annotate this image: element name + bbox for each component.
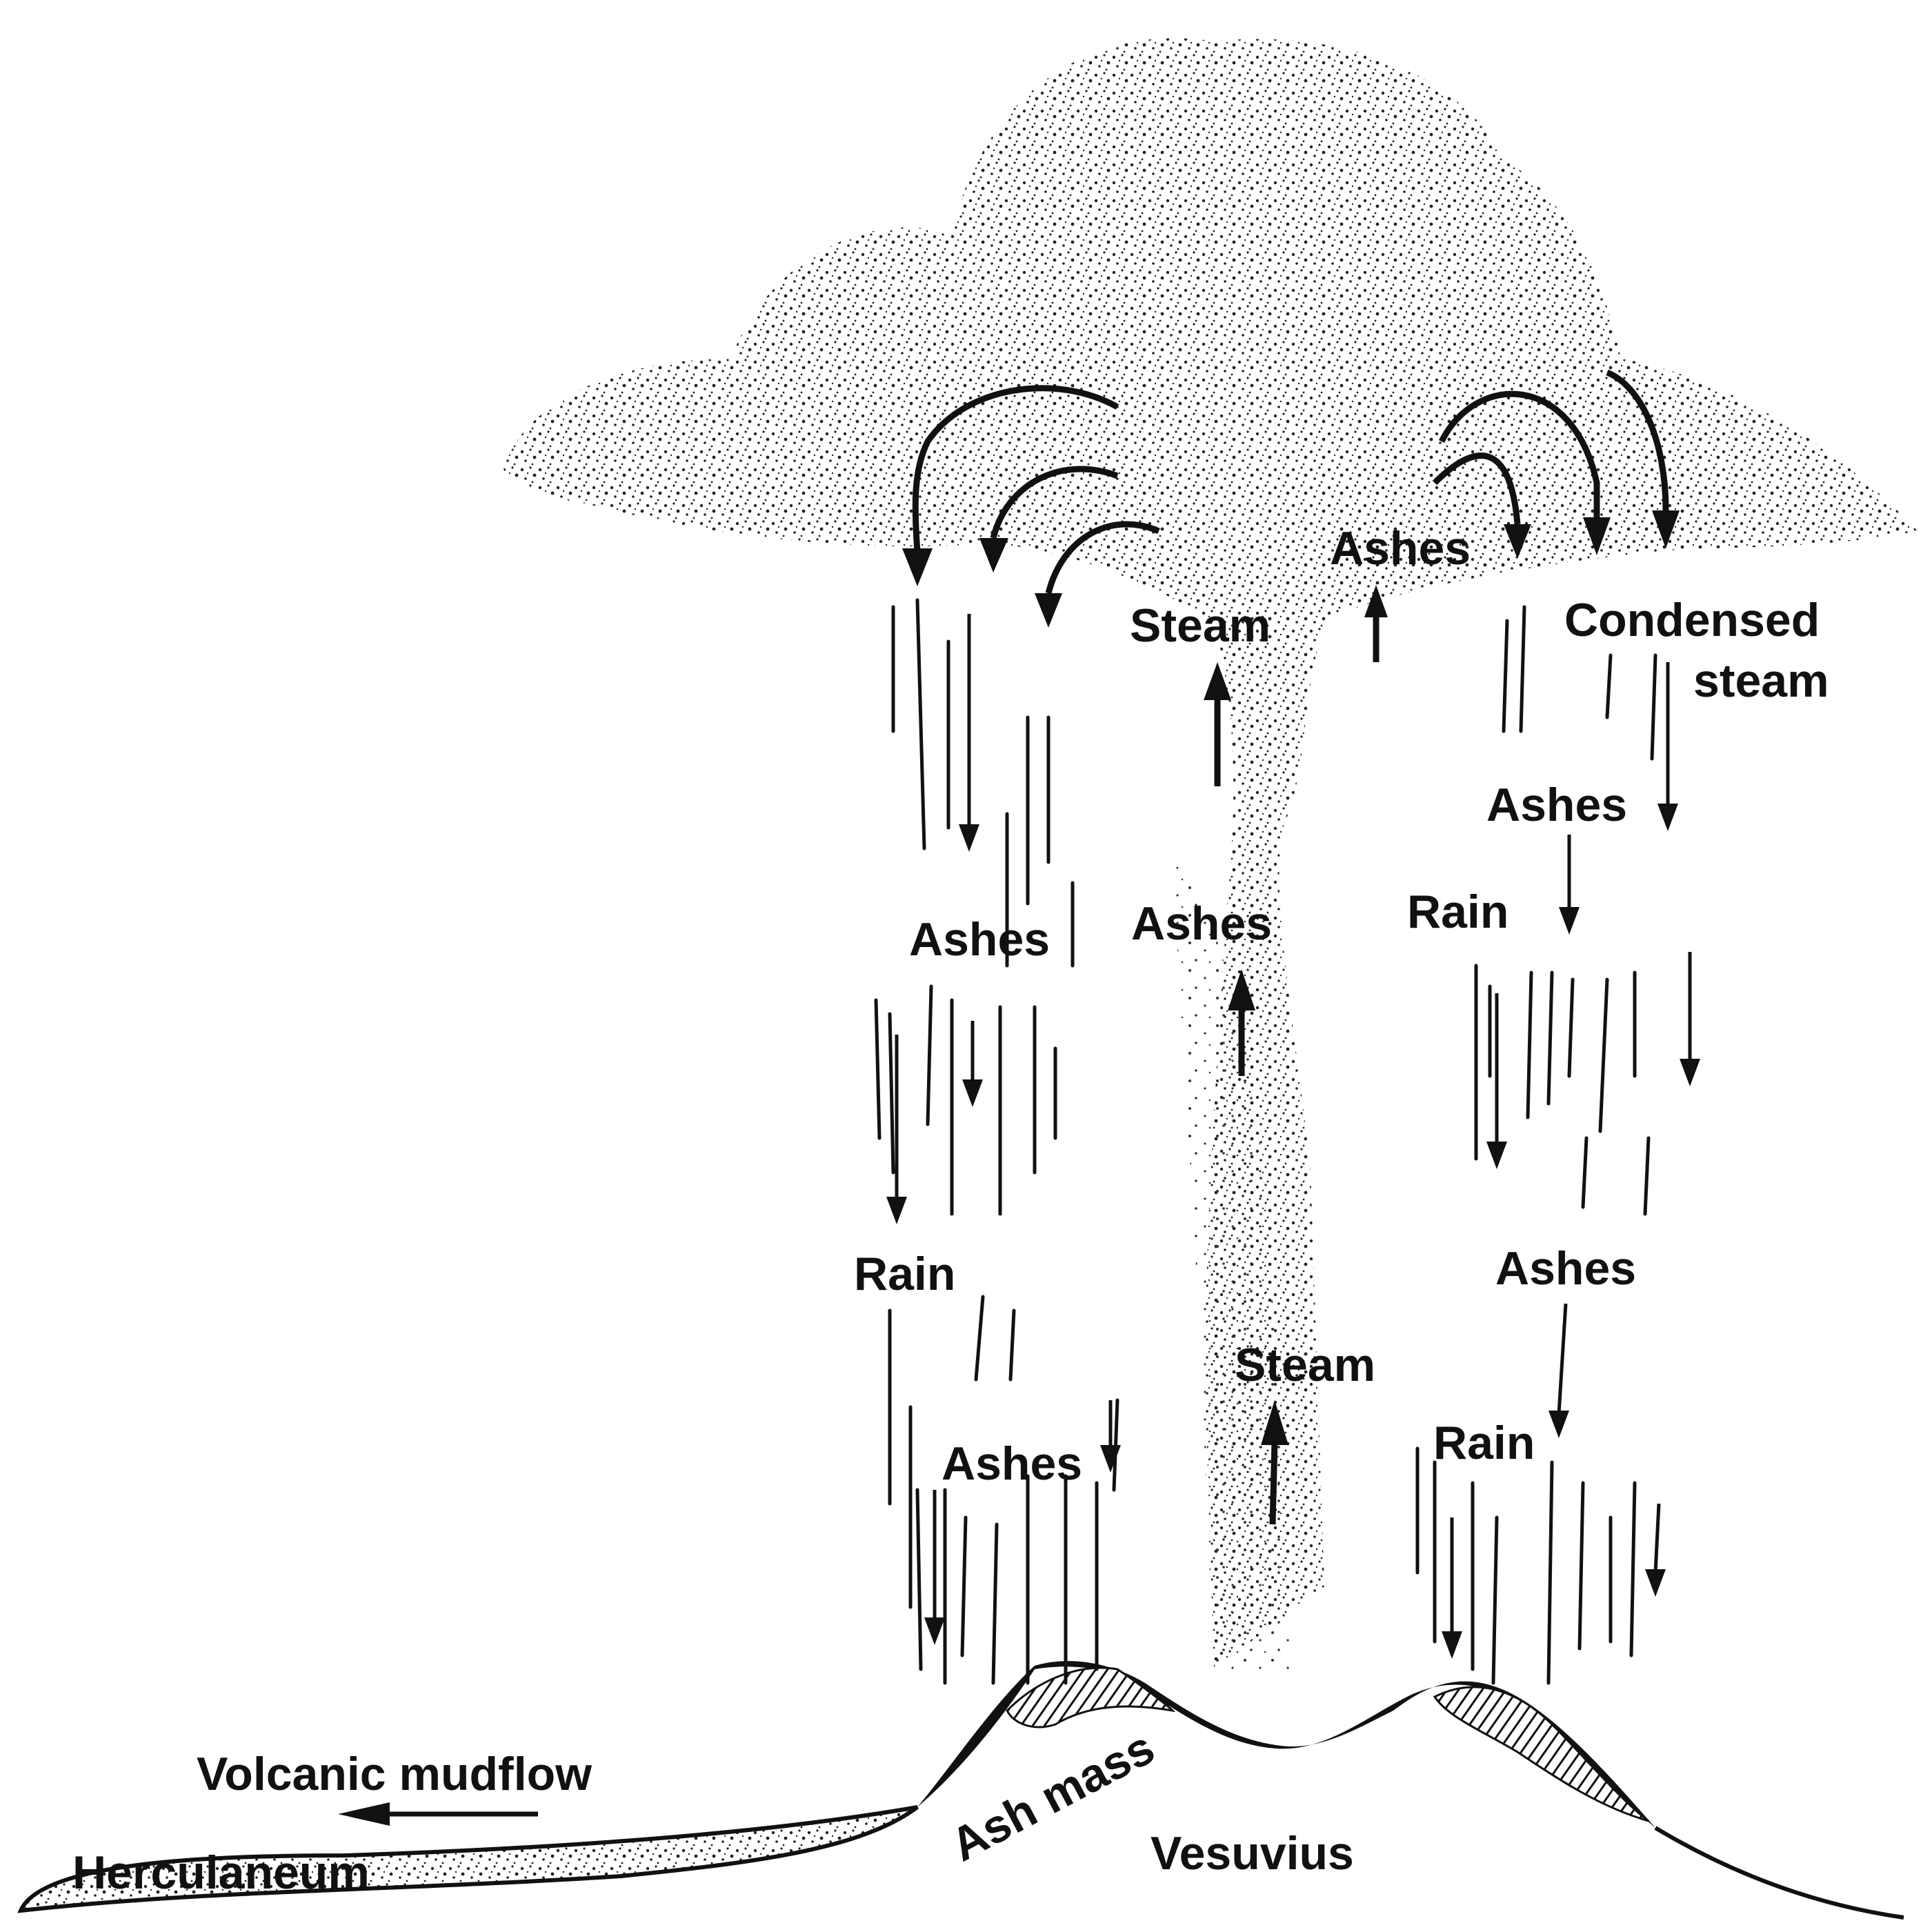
label-ashes-center-mid: Ashes	[1131, 897, 1272, 950]
label-rain-right-2: Rain	[1433, 1417, 1535, 1469]
label-ashes-left-1: Ashes	[909, 913, 1050, 966]
label-vesuvius: Vesuvius	[1151, 1827, 1354, 1880]
rain-streaks-left	[876, 600, 1117, 1683]
label-steam-top: Steam	[1130, 599, 1271, 652]
label-ashes-left-2: Ashes	[942, 1437, 1082, 1490]
label-steam-lower: Steam	[1235, 1339, 1375, 1391]
label-rain-right-1: Rain	[1407, 886, 1508, 938]
label-volcanic-mudflow: Volcanic mudflow	[197, 1748, 592, 1800]
label-rain-left: Rain	[854, 1248, 955, 1300]
label-condensed: Condensed	[1564, 594, 1820, 646]
label-ashes-top-center: Ashes	[1330, 522, 1471, 575]
label-herculaneum: Herculaneum	[72, 1846, 370, 1899]
mudflow-arrow	[338, 1802, 538, 1826]
ash-cloud	[504, 38, 1918, 1676]
label-ashes-right-2: Ashes	[1495, 1242, 1636, 1295]
label-steam-condensed: steam	[1693, 655, 1829, 707]
label-ashes-right-1: Ashes	[1486, 779, 1627, 831]
